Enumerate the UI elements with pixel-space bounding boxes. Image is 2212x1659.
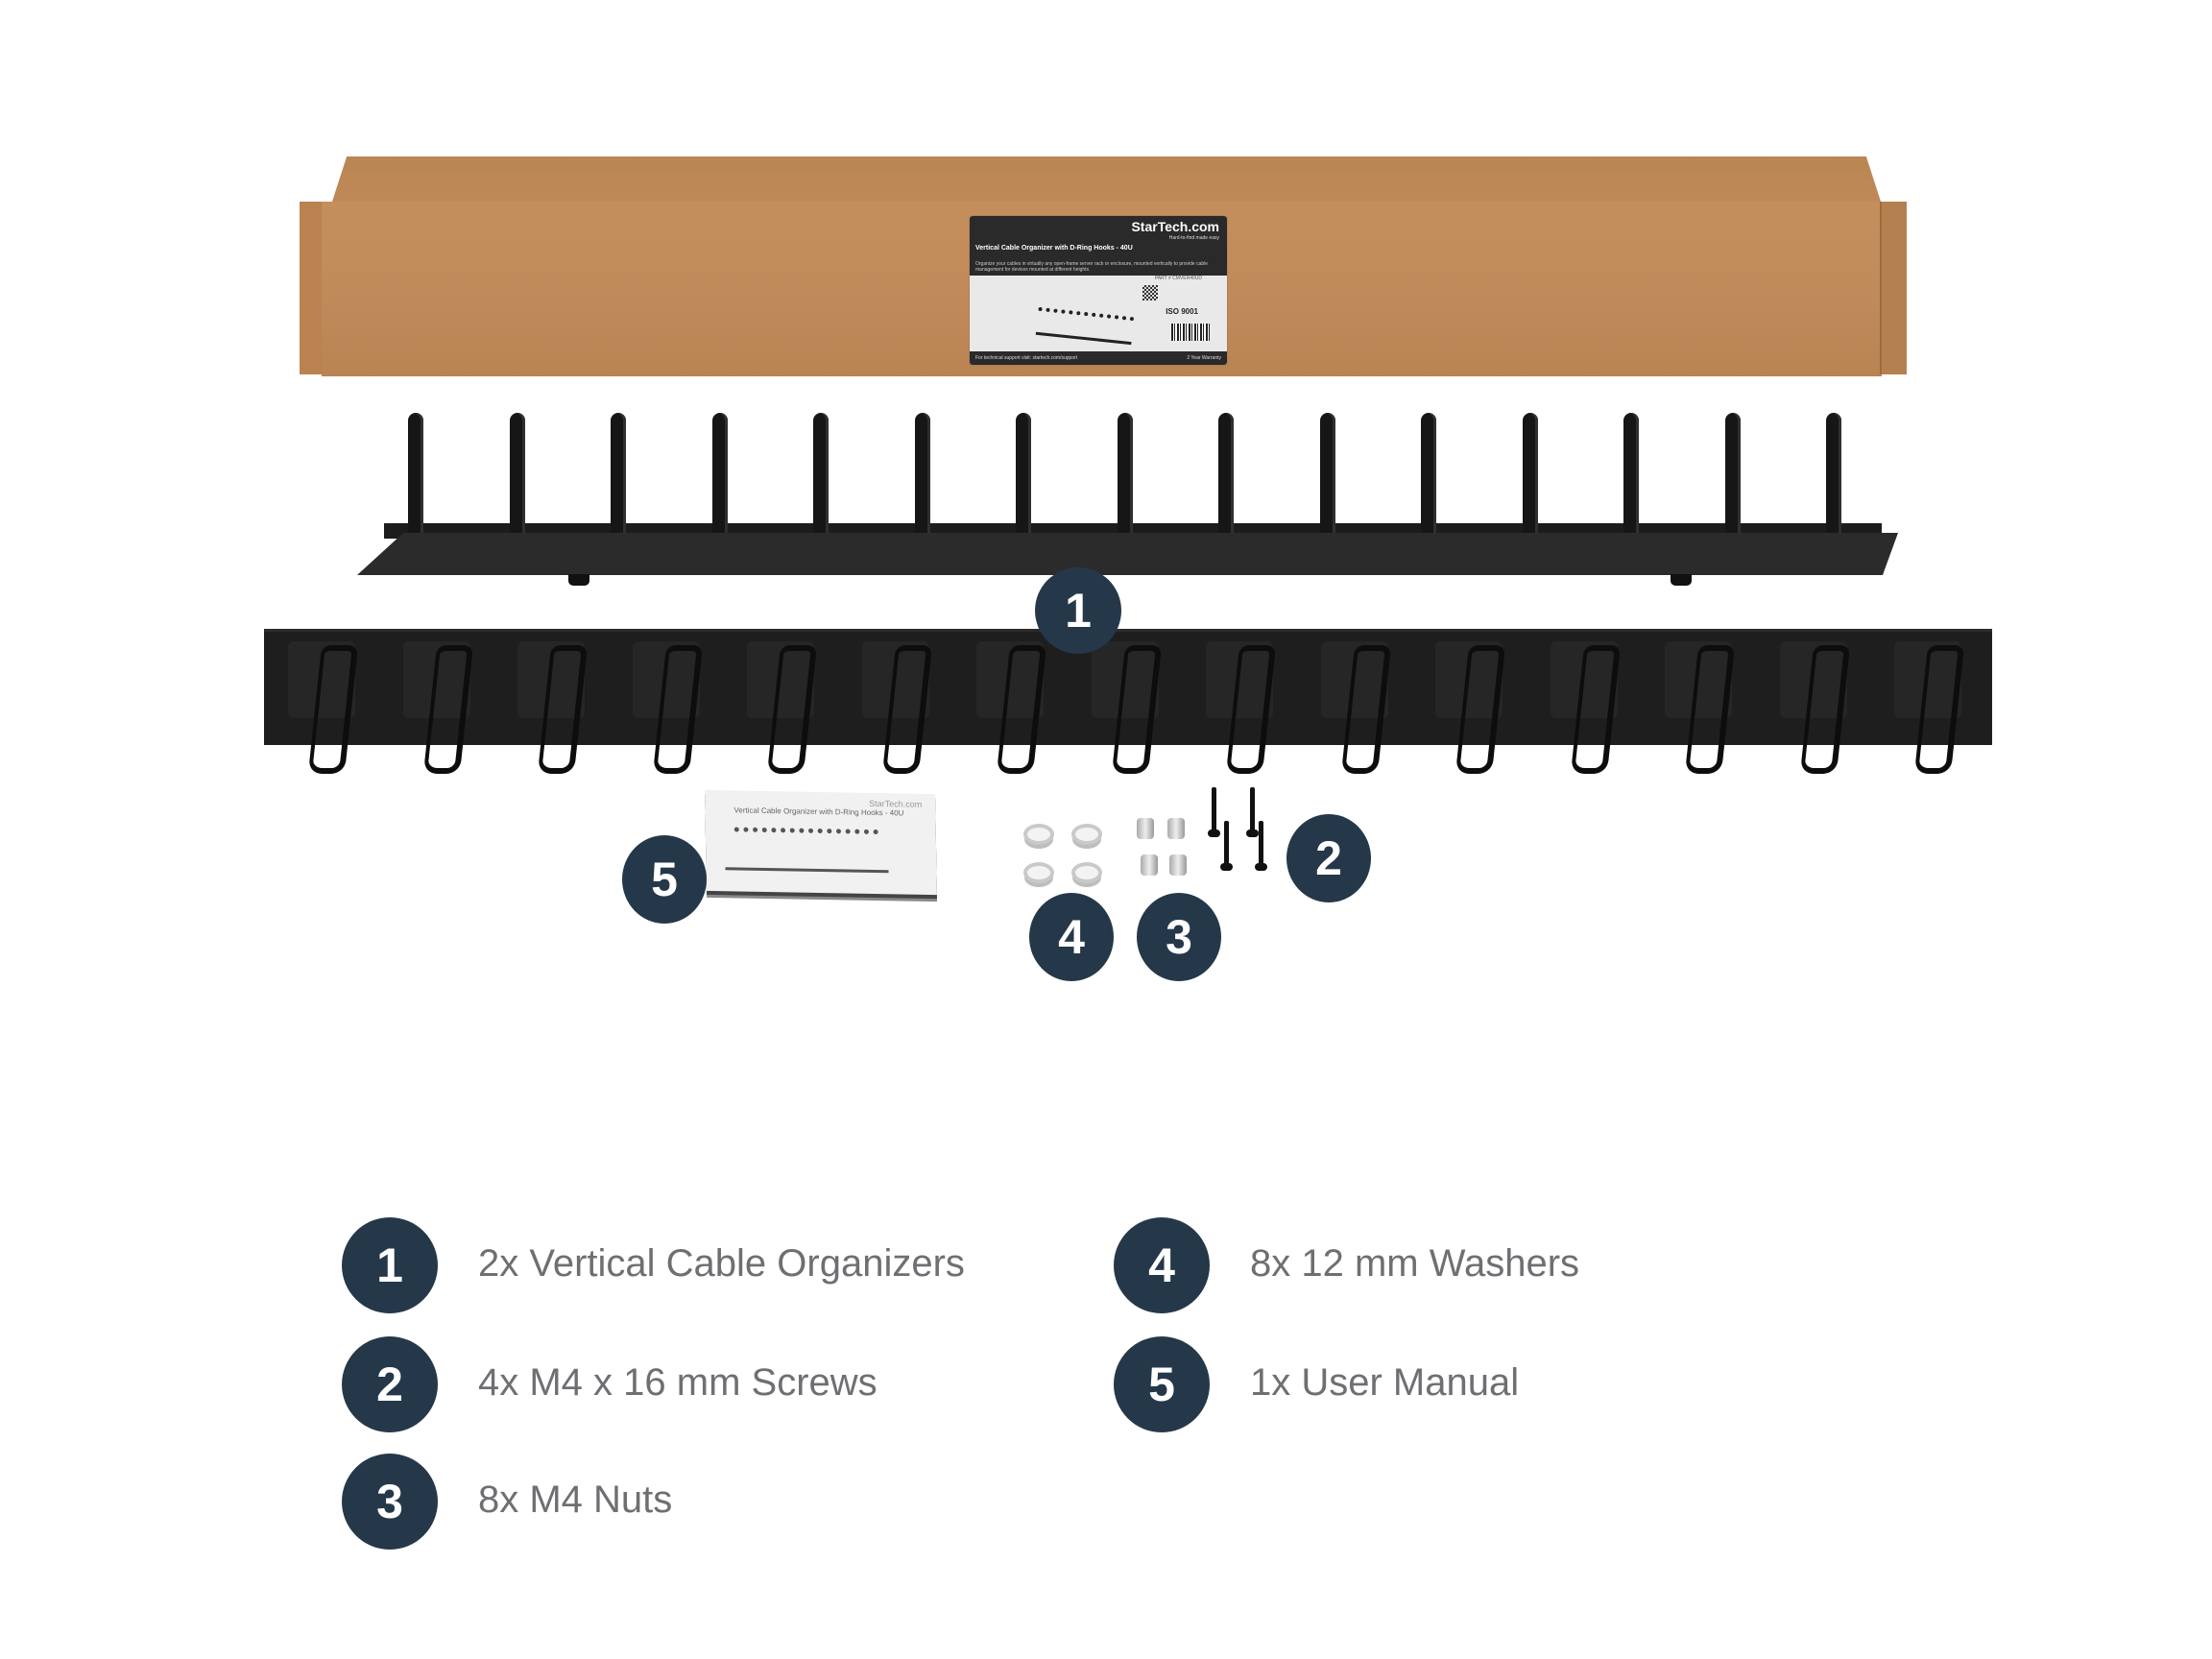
washer-icon bbox=[1071, 862, 1102, 883]
label-title: Vertical Cable Organizer with D-Ring Hoo… bbox=[975, 245, 1133, 252]
label-warranty: 2 Year Warranty bbox=[1187, 355, 1221, 361]
legend-badge-3: 3 bbox=[342, 1454, 438, 1550]
callout-4: 4 bbox=[1029, 893, 1114, 981]
box-top bbox=[331, 156, 1882, 204]
screw-icon bbox=[1255, 821, 1267, 871]
d-ring-hook bbox=[611, 413, 626, 533]
label-header: StarTech.com Hard-to-find made easy Vert… bbox=[970, 216, 1227, 260]
hook-mount-pad bbox=[1550, 641, 1618, 718]
product-thumbnail bbox=[1035, 306, 1135, 346]
manual-title: Vertical Cable Organizer with D-Ring Hoo… bbox=[733, 805, 904, 818]
callout-5: 5 bbox=[622, 835, 707, 924]
nut-icon bbox=[1167, 818, 1185, 839]
hook-mount-pad bbox=[517, 641, 585, 718]
legend-item-4: 8x 12 mm Washers bbox=[1250, 1242, 1580, 1285]
d-ring-hook bbox=[1724, 413, 1741, 533]
legend-item-5: 1x User Manual bbox=[1250, 1361, 1520, 1404]
d-ring-hook bbox=[813, 413, 829, 533]
legend-item-2: 4x M4 x 16 mm Screws bbox=[478, 1361, 878, 1404]
label-brand: StarTech.com bbox=[1131, 219, 1219, 234]
mounting-foot bbox=[568, 574, 589, 586]
user-manual: StarTech.com Vertical Cable Organizer wi… bbox=[705, 789, 937, 896]
d-ring-hook bbox=[1218, 413, 1234, 533]
hook-mount-pad bbox=[1779, 641, 1847, 718]
callout-3: 3 bbox=[1137, 893, 1221, 981]
d-ring-hook bbox=[914, 413, 930, 533]
label-footer: For technical support visit: startech.co… bbox=[970, 351, 1227, 365]
hook-mount-pad bbox=[1665, 641, 1732, 718]
hook-mount-pad bbox=[402, 641, 470, 718]
hook-mount-pad bbox=[288, 641, 355, 718]
d-ring-hook bbox=[1826, 413, 1841, 533]
hook-mount-pad bbox=[1320, 641, 1388, 718]
legend-badge-4: 4 bbox=[1114, 1217, 1210, 1313]
callout-2: 2 bbox=[1286, 814, 1371, 902]
hook-mount-pad bbox=[747, 641, 814, 718]
label-part-number: PART # CMVER40UD bbox=[1154, 276, 1202, 281]
d-ring-hook bbox=[1421, 413, 1436, 533]
washer-icon bbox=[1023, 824, 1054, 845]
hook-mount-pad bbox=[1091, 641, 1159, 718]
organizer-upper bbox=[357, 533, 1898, 575]
callout-1: 1 bbox=[1035, 567, 1121, 654]
qr-code-icon bbox=[1142, 285, 1158, 301]
label-tagline: Hard-to-find made easy bbox=[1168, 235, 1219, 241]
nut-icon bbox=[1137, 818, 1154, 839]
box-flap-right bbox=[1880, 202, 1907, 374]
d-ring-hook bbox=[1319, 413, 1335, 533]
d-ring-hook bbox=[1016, 413, 1031, 533]
manual-product-image bbox=[733, 827, 878, 843]
d-ring-hook bbox=[408, 413, 423, 533]
washer-icon bbox=[1071, 824, 1102, 845]
legend-badge-2: 2 bbox=[342, 1336, 438, 1432]
d-ring-hook bbox=[711, 413, 728, 533]
box-label: StarTech.com Hard-to-find made easy Vert… bbox=[970, 216, 1227, 365]
screw-icon bbox=[1220, 821, 1233, 871]
barcode-icon bbox=[1171, 324, 1210, 341]
hook-mount-pad bbox=[1894, 641, 1961, 718]
screw-icon bbox=[1208, 787, 1220, 837]
d-ring-hook bbox=[1522, 413, 1538, 533]
legend-badge-1: 1 bbox=[342, 1217, 438, 1313]
hook-mount-pad bbox=[861, 641, 929, 718]
label-certification: ISO 9001 bbox=[1166, 307, 1198, 316]
hook-mount-pad bbox=[1206, 641, 1273, 718]
nut-icon bbox=[1169, 854, 1187, 876]
nut-icon bbox=[1141, 854, 1158, 876]
hook-mount-pad bbox=[976, 641, 1044, 718]
hook-mount-pad bbox=[632, 641, 700, 718]
mounting-foot bbox=[1671, 574, 1692, 586]
d-ring-hook bbox=[1117, 413, 1133, 533]
legend-item-3: 8x M4 Nuts bbox=[478, 1479, 673, 1521]
washer-icon bbox=[1023, 862, 1054, 883]
d-ring-hook bbox=[1623, 413, 1639, 533]
legend-item-1: 2x Vertical Cable Organizers bbox=[478, 1242, 965, 1285]
manual-divider bbox=[725, 867, 889, 874]
label-description: Organize your cables in virtually any op… bbox=[970, 260, 1227, 276]
screw-icon bbox=[1246, 787, 1259, 837]
label-support: For technical support visit: startech.co… bbox=[975, 355, 1078, 361]
hook-mount-pad bbox=[1435, 641, 1503, 718]
legend-badge-5: 5 bbox=[1114, 1336, 1210, 1432]
d-ring-hook bbox=[509, 413, 525, 533]
